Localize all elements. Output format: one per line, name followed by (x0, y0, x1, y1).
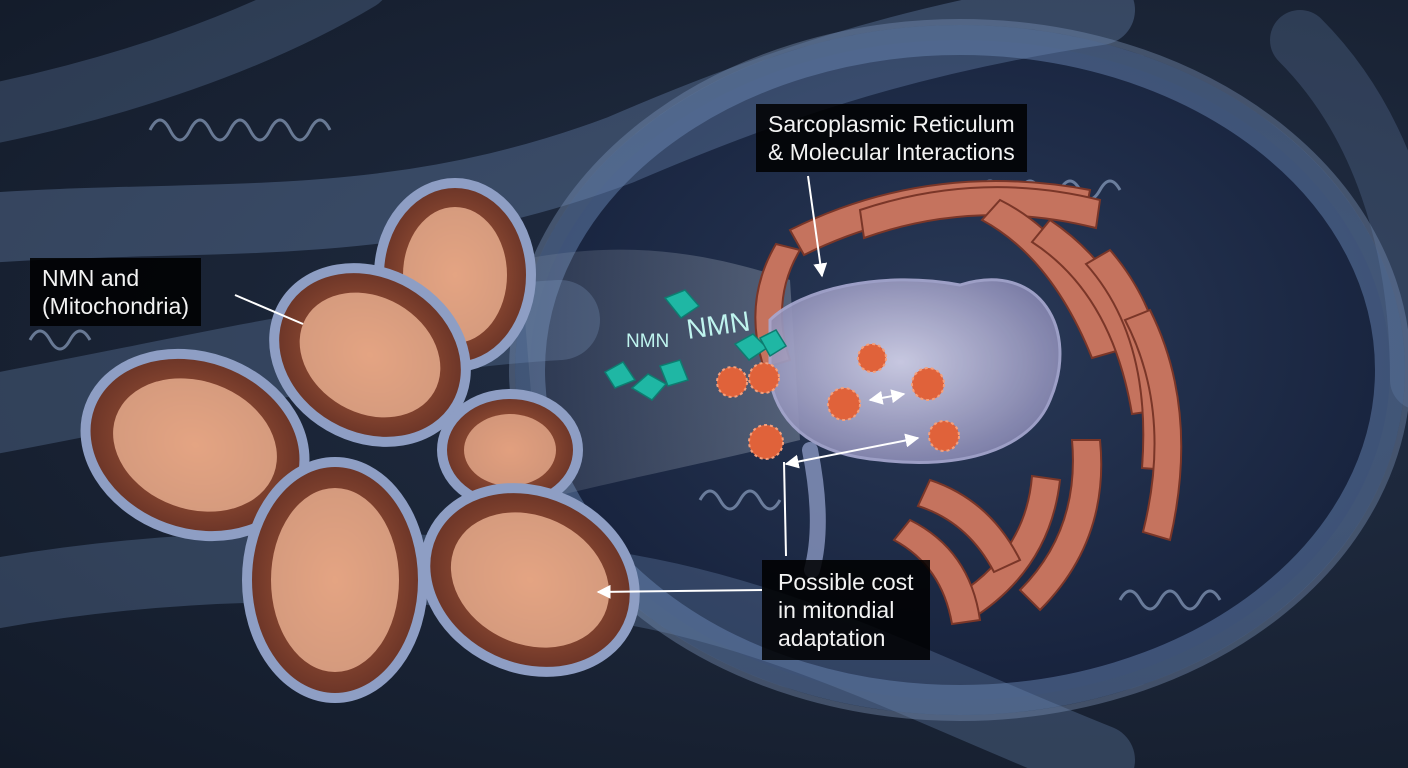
transport-beam (520, 249, 800, 500)
mitochondria-cluster (80, 178, 640, 703)
mitochondrion (420, 483, 640, 677)
mitochondrion (437, 389, 583, 511)
label-line: & Molecular Interactions (768, 139, 1015, 165)
mitochondrion (80, 348, 310, 542)
vesicle-rim (509, 19, 1408, 721)
mitochondrion (269, 263, 471, 447)
label-line: adaptation (778, 625, 886, 651)
label-line: Possible cost (778, 569, 914, 595)
particles (716, 343, 960, 460)
mitochondrial-cost-label: Possible cost in mitondial adaptation (762, 560, 930, 660)
label-line: (Mitochondria) (42, 293, 189, 319)
label-line: NMN and (42, 265, 140, 291)
label-line: Sarcoplasmic Reticulum (768, 111, 1015, 137)
sarcoplasmic-reticulum-label: Sarcoplasmic Reticulum & Molecular Inter… (756, 104, 1027, 172)
organelle-stalk (802, 442, 826, 578)
label-line: in mitondial (778, 597, 895, 623)
mitochondrion (242, 457, 428, 703)
nmn-tag-small: NMN (626, 331, 669, 352)
nmn-crystals (603, 289, 788, 401)
nmn-mitochondria-label: NMN and (Mitochondria) (30, 258, 201, 326)
organelle-body (768, 278, 1062, 464)
leader-lines (234, 175, 920, 599)
